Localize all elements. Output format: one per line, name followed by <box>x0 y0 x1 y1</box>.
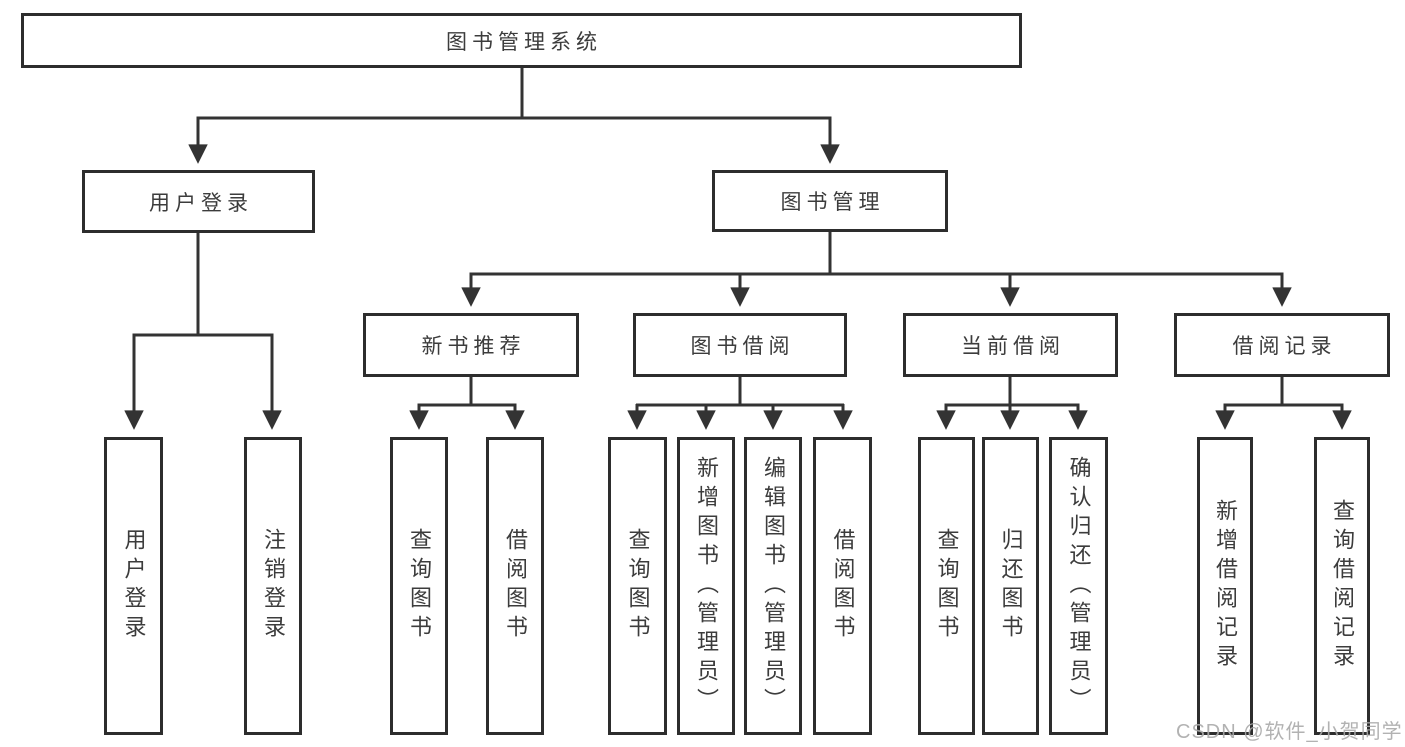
leaf-logout-label: 注销登录 <box>261 528 286 644</box>
leaf-edit-book-admin: 编辑图书（管理员） <box>744 437 802 735</box>
leaf-user-login: 用户登录 <box>104 437 163 735</box>
leaf-add-book-admin-label: 新增图书（管理员） <box>694 455 719 717</box>
node-new-book-recommend-label: 新书推荐 <box>421 335 526 358</box>
csdn-watermark: CSDN @软件_小贺同学 <box>1176 721 1403 743</box>
leaf-confirm-return-admin-label: 确认归还（管理员） <box>1066 455 1092 717</box>
leaf-rec-borrow-book-label: 借阅图书 <box>503 528 528 644</box>
leaf-query-borrow-record: 查询借阅记录 <box>1314 437 1370 735</box>
node-user-login: 用户登录 <box>82 170 315 233</box>
leaf-return-book: 归还图书 <box>982 437 1039 735</box>
node-root: 图书管理系统 <box>21 13 1022 68</box>
node-book-borrow-label: 图书借阅 <box>690 335 795 358</box>
node-user-login-label: 用户登录 <box>149 191 253 215</box>
node-borrow-records-label: 借阅记录 <box>1232 335 1337 358</box>
node-book-borrow: 图书借阅 <box>633 313 847 377</box>
leaf-add-borrow-record-label: 新增借阅记录 <box>1213 499 1238 673</box>
leaf-borrow-query-book: 查询图书 <box>608 437 667 735</box>
leaf-add-book-admin: 新增图书（管理员） <box>677 437 735 735</box>
leaf-logout: 注销登录 <box>244 437 302 735</box>
leaf-confirm-return-admin: 确认归还（管理员） <box>1049 437 1108 735</box>
leaf-cur-query-book-label: 查询图书 <box>934 528 960 644</box>
leaf-edit-book-admin-label: 编辑图书（管理员） <box>761 455 786 717</box>
node-book-management: 图书管理 <box>712 170 948 232</box>
node-borrow-records: 借阅记录 <box>1174 313 1390 377</box>
leaf-user-login-label: 用户登录 <box>121 528 147 644</box>
node-new-book-recommend: 新书推荐 <box>363 313 579 377</box>
leaf-rec-query-book-label: 查询图书 <box>407 528 432 644</box>
leaf-query-borrow-record-label: 查询借阅记录 <box>1330 499 1355 673</box>
leaf-rec-query-book: 查询图书 <box>390 437 448 735</box>
leaf-borrow-book-label: 借阅图书 <box>830 528 856 644</box>
leaf-return-book-label: 归还图书 <box>998 528 1024 644</box>
leaf-rec-borrow-book: 借阅图书 <box>486 437 544 735</box>
node-current-borrow: 当前借阅 <box>903 313 1118 377</box>
node-current-borrow-label: 当前借阅 <box>961 335 1065 358</box>
node-root-label: 图书管理系统 <box>446 30 602 54</box>
node-book-management-label: 图书管理 <box>780 191 885 214</box>
leaf-cur-query-book: 查询图书 <box>918 437 975 735</box>
leaf-borrow-book: 借阅图书 <box>813 437 872 735</box>
leaf-add-borrow-record: 新增借阅记录 <box>1197 437 1253 735</box>
leaf-borrow-query-book-label: 查询图书 <box>625 528 651 644</box>
